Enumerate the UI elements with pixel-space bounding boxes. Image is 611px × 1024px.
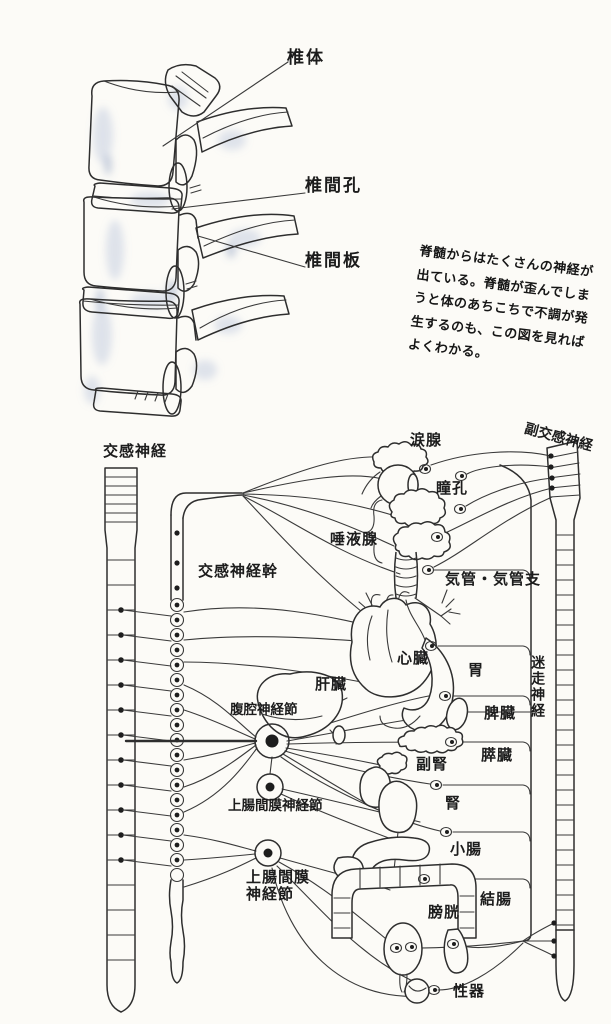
label-colon: 結腸 (480, 891, 513, 908)
label-inferior-mesenteric-ganglion: 上腸間膜 神経節 (246, 869, 310, 904)
label-spleen: 脾臓 (484, 705, 517, 722)
spine-leader-lines (162, 61, 306, 268)
salivary-gland-lower (392, 521, 451, 561)
liver-shape (256, 671, 346, 745)
label-pupil: 瞳孔 (436, 480, 469, 497)
pancreas-shape (397, 724, 464, 754)
label-celiac-ganglion: 腹腔神経節 (230, 702, 298, 717)
caption-text: 脊髄からはたくさんの神経が 出ている。脊髄が歪んでしま うと体のあちこちで不調が… (407, 239, 610, 379)
spine-illustration (78, 63, 299, 417)
label-salivary-glands: 唾液腺 (330, 531, 379, 548)
label-small-intestine: 小腸 (450, 841, 483, 858)
label-sympathetic-trunk: 交感神経幹 (198, 563, 279, 580)
parasympathetic-column (546, 440, 581, 1002)
relay-ganglia (389, 463, 468, 996)
sympathetic-head-fan (242, 456, 401, 613)
bladder-shape (383, 922, 423, 993)
label-lacrimal-gland: 涙腺 (410, 432, 443, 449)
label-bladder: 膀胱 (428, 904, 461, 921)
label-inferior-mesenteric-line2: 神経節 (246, 886, 295, 904)
label-kidney: 腎 (445, 795, 462, 812)
heart-shape (349, 591, 437, 698)
label-intervertebral-foramen: 椎間孔 (305, 176, 362, 195)
inf-mesenteric-ganglion-shape (254, 839, 282, 867)
stomach-shape (379, 599, 455, 733)
label-inferior-mesenteric-line1: 上腸間膜 (246, 869, 311, 886)
label-adrenal-gland: 副腎 (416, 756, 449, 773)
label-pancreas: 膵臓 (481, 747, 514, 764)
label-vagus-nerve: 迷走神経 (530, 655, 547, 719)
sup-mesenteric-ganglion-shape (256, 773, 284, 801)
splanchnic-lines (124, 684, 258, 888)
genitals-shape (404, 978, 430, 1004)
label-liver: 肝臓 (315, 676, 348, 693)
nerve-diagram (104, 440, 581, 1013)
rami-lines (122, 609, 172, 867)
organ-drawings (256, 441, 477, 1004)
pelvic-fan (413, 922, 555, 991)
kidney-shape (359, 766, 418, 871)
vagus-trunk (431, 464, 532, 942)
label-superior-mesenteric-ganglion: 上腸間膜神経節 (228, 798, 323, 813)
label-intervertebral-disc: 椎間板 (305, 251, 362, 270)
label-heart: 心臓 (397, 650, 430, 667)
label-stomach: 胃 (468, 662, 485, 679)
spinal-cord-column (104, 467, 138, 1013)
label-sympathetic-nerve: 交感神経 (103, 443, 168, 460)
label-vertebral-body: 椎体 (287, 48, 325, 67)
sympathetic-trunk-chain (168, 492, 243, 984)
salivary-gland-upper (388, 488, 447, 528)
label-trachea-bronchi: 気管・気管支 (445, 571, 542, 588)
celiac-ganglion-shape (254, 723, 290, 759)
parasympathetic-head-fan (430, 451, 553, 568)
label-genitals: 性器 (453, 983, 486, 1000)
